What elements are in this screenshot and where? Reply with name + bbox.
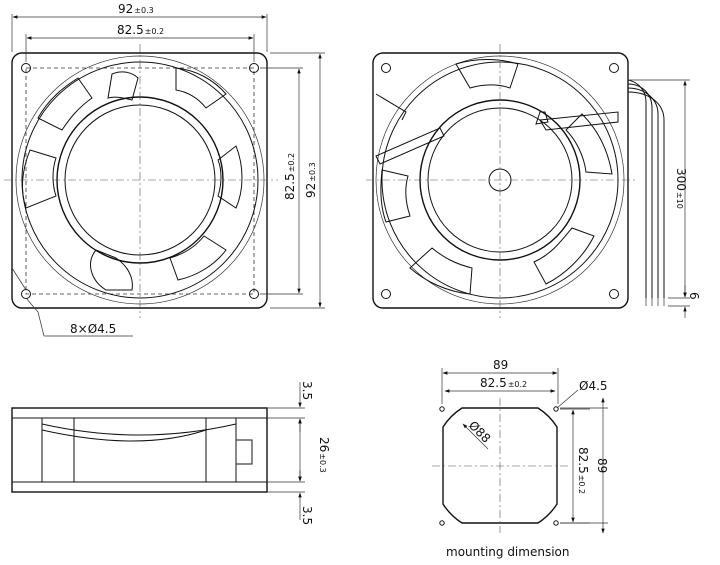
front-height-label: 92±0.3 (304, 162, 318, 198)
side-flange-top-label: 3.5 (300, 381, 314, 400)
side-depth-label: 26±0.3 (317, 437, 331, 473)
mounting-caption: mounting dimension (446, 545, 569, 559)
rear-fan-blades (380, 59, 613, 295)
mounting-hole-label: Ø4.5 (579, 379, 608, 393)
side-blade-curve-top (41, 423, 237, 436)
mounting-dimension-view: 89 82.5±0.2 Ø4.5 Ø88 82.5±0.2 89 mountin… (432, 358, 609, 559)
front-holes-callout: 8×Ø4.5 (70, 322, 116, 336)
mounting-vpitch-label: 82.5±0.2 (576, 447, 590, 494)
front-fan-blades (22, 67, 243, 291)
mounting-cutout-outline (442, 407, 558, 524)
front-hole-pitch-square (25, 67, 255, 295)
side-view: 3.5 26±0.3 3.5 (11, 381, 331, 525)
mounting-cutout-label: Ø88 (466, 418, 493, 445)
mounting-pitch-label: 82.5±0.2 (480, 376, 527, 390)
front-pitch-label: 82.5±0.2 (117, 23, 164, 37)
rear-strip-length-label: 6 (687, 292, 701, 300)
rear-lead-wires (627, 79, 665, 306)
front-hole-leader-2 (25, 297, 39, 313)
side-wire-exit (235, 439, 253, 465)
mounting-holes (439, 406, 559, 526)
mounting-hole-leader (556, 389, 579, 409)
side-blade-curve-inner (41, 429, 207, 442)
side-body-outline (11, 407, 268, 493)
side-flange-bottom-label: 3.5 (300, 506, 314, 525)
front-width-label: 92±0.3 (118, 2, 154, 16)
rear-lead-length-label: 300±10 (674, 168, 688, 209)
front-view: 92±0.3 82.5±0.2 82.5±0.2 92±0.3 8×Ø4.5 (4, 2, 325, 337)
front-hole-leader-3 (37, 311, 45, 337)
mounting-height-label: 89 (595, 458, 609, 473)
front-frame-outline (11, 52, 268, 309)
mounting-cutout-leader (462, 423, 489, 450)
rear-mounting-holes (381, 63, 619, 299)
front-hole-leader-1 (11, 267, 27, 291)
mounting-width-label: 89 (493, 358, 508, 372)
rear-struts (375, 93, 619, 165)
rear-frame-outline (372, 52, 629, 309)
front-vpitch-label: 82.5±0.2 (283, 153, 297, 200)
rear-view: 300±10 6 (366, 44, 701, 318)
